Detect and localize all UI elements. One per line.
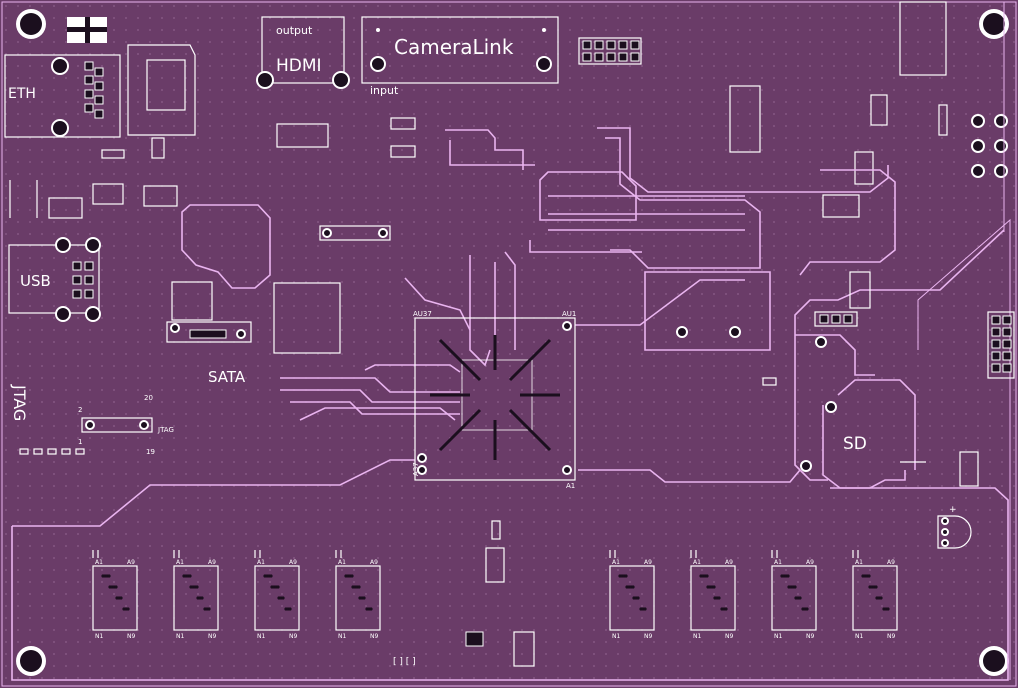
memory-pin-label: N9: [127, 633, 135, 640]
memory-pin-label: N9: [887, 633, 895, 640]
memory-pin-label: A1: [176, 559, 184, 566]
memory-pin-label: N1: [338, 633, 346, 640]
jtag-header: [81, 417, 153, 433]
header-3pin: [814, 311, 858, 327]
memory-pin-label: A9: [887, 559, 895, 566]
bga-corner-br: A1: [566, 482, 575, 490]
jtag-pin1: 1: [78, 438, 82, 446]
memory-pin-label: N1: [855, 633, 863, 640]
regulator-outline: [899, 1, 947, 76]
eth-label: ETH: [8, 86, 36, 102]
phy-pour: [181, 204, 271, 289]
sd-component: [959, 451, 979, 487]
memory-pin-label: A9: [806, 559, 814, 566]
hdmi-direction-label: output: [276, 24, 313, 37]
sata-label: SATA: [208, 368, 246, 386]
memory-pin-label: A9: [725, 559, 733, 566]
jtag-small-label: JTAG: [157, 426, 174, 434]
jtag-label: JTAG: [10, 384, 29, 421]
memory-pin-label: A1: [855, 559, 863, 566]
button-pads-right: [971, 114, 1008, 178]
memory-pin-label: N9: [289, 633, 297, 640]
memory-pin-label: N9: [208, 633, 216, 640]
jtag-pin19: 19: [146, 448, 155, 456]
sata-connector: [166, 321, 252, 343]
sd-label: SD: [843, 434, 867, 454]
memory-pin-label: N9: [806, 633, 814, 640]
ic-outline-right: [729, 85, 761, 153]
cameralink-connector: [361, 16, 559, 84]
memory-pin-label: N1: [774, 633, 782, 640]
jtag-pin20: 20: [144, 394, 153, 402]
led-plus: +: [949, 505, 957, 515]
mounting-holes: [16, 9, 1009, 676]
memory-pin-label: A1: [95, 559, 103, 566]
memory-pin-label: N1: [176, 633, 184, 640]
memory-pin-label: A1: [612, 559, 620, 566]
memory-pin-label: N9: [644, 633, 652, 640]
memory-pin-label: N1: [693, 633, 701, 640]
usb-label: USB: [20, 272, 51, 290]
fpga-bga: [414, 317, 576, 481]
memory-pin-label: N9: [725, 633, 733, 640]
usb-connector: [8, 237, 101, 322]
bga-corner-tr: AU1: [562, 310, 576, 318]
jtag-pin2: 2: [78, 406, 82, 414]
connector-center-left: [319, 225, 391, 241]
ic-square-left: [171, 281, 213, 321]
ic-square-center: [273, 282, 341, 354]
bga-corner-tl: AU37: [413, 310, 432, 318]
cap-outline-right: [870, 94, 888, 126]
memory-pin-label: A1: [338, 559, 346, 566]
power-inductor: [127, 44, 196, 159]
cameralink-direction-label: input: [370, 84, 399, 97]
memory-pin-label: N1: [612, 633, 620, 640]
bga-corner-bl: A37: [412, 462, 420, 476]
trace-group: [11, 2, 1011, 681]
memory-pin-label: A9: [289, 559, 297, 566]
pin-header-right: [987, 311, 1015, 379]
eth-connector: [4, 54, 125, 159]
hdmi-label: HDMI: [276, 56, 322, 76]
memory-pin-label: A1: [693, 559, 701, 566]
memory-pin-label: A1: [774, 559, 782, 566]
jtag-passives: [19, 448, 85, 455]
memory-pin-label: N1: [95, 633, 103, 640]
memory-pin-label: A9: [208, 559, 216, 566]
cameralink-label: CameraLink: [394, 35, 514, 59]
led-component: [937, 515, 972, 549]
fiducial-cross-icon: [67, 17, 107, 43]
memory-pin-label: A9: [127, 559, 135, 566]
hdmi-connector: [256, 16, 350, 89]
memory-pin-label: N1: [257, 633, 265, 640]
memory-pin-label: N9: [370, 633, 378, 640]
pin-header-top: [578, 37, 642, 65]
memory-pin-label: A1: [257, 559, 265, 566]
ref-designator-bottom: [ ] [ ]: [393, 657, 416, 667]
memory-pin-label: A9: [370, 559, 378, 566]
memory-pin-label: A9: [644, 559, 652, 566]
